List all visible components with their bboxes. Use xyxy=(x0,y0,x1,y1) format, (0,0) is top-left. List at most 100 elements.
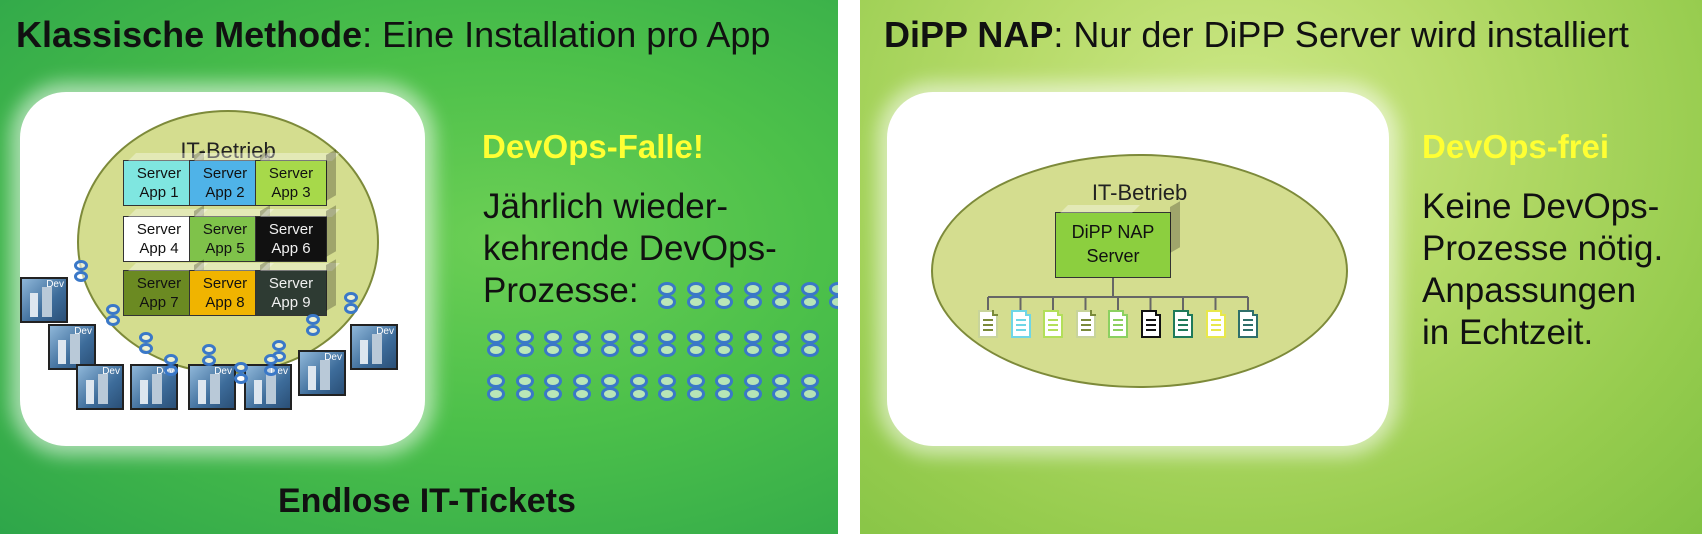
text-line-1: Jährlich wieder- xyxy=(483,187,729,226)
classic-method-heading: Klassische Methode: Eine Installation pr… xyxy=(16,14,771,55)
infinity-loop-icon xyxy=(797,330,823,360)
infinity-loop-icon xyxy=(70,260,92,286)
infinity-loop-icon xyxy=(512,330,538,360)
infinity-loop-icon xyxy=(260,354,282,380)
infinity-loop-icon xyxy=(768,282,794,312)
text-line-3: Prozesse: xyxy=(483,271,639,310)
dev-label: Dev xyxy=(214,366,232,377)
dev-label: Dev xyxy=(324,352,342,363)
infinity-loop-icon xyxy=(683,282,709,312)
document-icon xyxy=(1173,310,1193,338)
endless-tickets-label: Endlose IT-Tickets xyxy=(278,482,576,520)
classic-method-panel: Klassische Methode: Eine Installation pr… xyxy=(0,0,838,534)
server-label-line-2: Server xyxy=(1086,246,1140,266)
server-label: Server xyxy=(268,275,314,292)
document-icon xyxy=(1140,310,1161,338)
infinity-loop-icon xyxy=(654,330,680,360)
infinity-loop-icon xyxy=(483,330,509,360)
infinity-loop-icon xyxy=(797,374,823,404)
dev-label: Dev xyxy=(270,366,288,377)
devops-trap-label: DevOps-Falle! xyxy=(482,128,704,165)
recurring-devops-text: Jährlich wieder- kehrende DevOps- Prozes… xyxy=(483,186,777,312)
server-label: Server xyxy=(268,165,314,182)
it-operations-title: IT-Betrieb xyxy=(1091,180,1188,205)
infinity-loop-icon xyxy=(340,292,362,318)
dipp-diagram-card: IT-Betrieb DiPP NAP Server xyxy=(887,92,1389,446)
infinity-loop-icon xyxy=(135,332,157,358)
document-icon xyxy=(1238,310,1258,338)
infinity-loop-icon xyxy=(102,304,124,330)
infinity-loop-icon xyxy=(711,374,737,404)
dev-building-icon: Dev xyxy=(188,364,236,410)
infinity-loop-icon xyxy=(230,362,252,388)
infinity-loop-icon xyxy=(768,374,794,404)
app-label: App 8 xyxy=(205,294,245,311)
app-label: App 6 xyxy=(271,240,311,257)
dipp-nap-panel: DiPP NAP: Nur der DiPP Server wird insta… xyxy=(860,0,1702,534)
server-label: Server xyxy=(136,275,182,292)
infinity-loop-icon xyxy=(160,354,182,380)
document-icon xyxy=(1010,310,1031,338)
dipp-nap-server-box: DiPP NAP Server xyxy=(1055,212,1171,278)
dev-building-icon: Dev xyxy=(76,364,124,410)
app-label: App 1 xyxy=(139,184,179,201)
dev-building-icon: Dev xyxy=(48,324,96,370)
app-label: App 3 xyxy=(271,184,311,201)
infinity-loop-icon xyxy=(626,330,652,360)
server-label: Server xyxy=(136,165,182,182)
infinity-loop-icon xyxy=(711,282,737,312)
devops-free-label: DevOps-frei xyxy=(1422,128,1610,165)
infinity-loop-icon xyxy=(512,374,538,404)
app-label: App 5 xyxy=(205,240,245,257)
infinity-loop-icon xyxy=(825,282,838,312)
app-label: App 7 xyxy=(139,294,179,311)
tree-connector-lines xyxy=(987,278,1249,310)
document-icon xyxy=(1075,310,1096,338)
dev-building-icon: Dev xyxy=(350,324,398,370)
text-line-1: Keine DevOps- xyxy=(1422,187,1660,226)
infinity-loop-icon xyxy=(569,374,595,404)
infinity-loop-icon xyxy=(654,282,680,312)
app-label: App 2 xyxy=(205,184,245,201)
infinity-loop-icon xyxy=(597,330,623,360)
server-label: Server xyxy=(268,221,314,238)
infinity-loop-icon xyxy=(540,330,566,360)
no-devops-text: Keine DevOps- Prozesse nötig. Anpassunge… xyxy=(1422,186,1663,354)
dev-label: Dev xyxy=(46,279,64,290)
server-label-line-1: DiPP NAP xyxy=(1071,222,1155,242)
dev-building-icon: Dev xyxy=(20,277,68,323)
text-line-2: Prozesse nötig. xyxy=(1422,229,1664,268)
infinity-loop-icon xyxy=(683,374,709,404)
infinity-loop-icon xyxy=(740,282,766,312)
dev-label: Dev xyxy=(74,326,92,337)
text-line-4: in Echtzeit. xyxy=(1422,313,1594,352)
text-line-2: kehrende DevOps- xyxy=(483,229,777,268)
dipp-nap-heading: DiPP NAP: Nur der DiPP Server wird insta… xyxy=(884,14,1629,55)
infinity-loop-icon xyxy=(198,344,220,370)
infinity-loop-icon xyxy=(626,374,652,404)
dev-label: Dev xyxy=(102,366,120,377)
dev-building-icon: Dev xyxy=(298,350,346,396)
infinity-loop-icon xyxy=(569,330,595,360)
infinity-loop-icon xyxy=(302,314,324,340)
text-line-3: Anpassungen xyxy=(1422,271,1637,310)
infinity-loop-icon xyxy=(797,282,823,312)
infinity-loop-icon xyxy=(597,374,623,404)
server-label: Server xyxy=(136,221,182,238)
infinity-loop-icon xyxy=(768,330,794,360)
app-label: App 9 xyxy=(271,294,311,311)
server-label: Server xyxy=(202,275,248,292)
infinity-loop-icon xyxy=(540,374,566,404)
document-icon xyxy=(1205,310,1226,338)
infinity-loop-icon xyxy=(740,374,766,404)
